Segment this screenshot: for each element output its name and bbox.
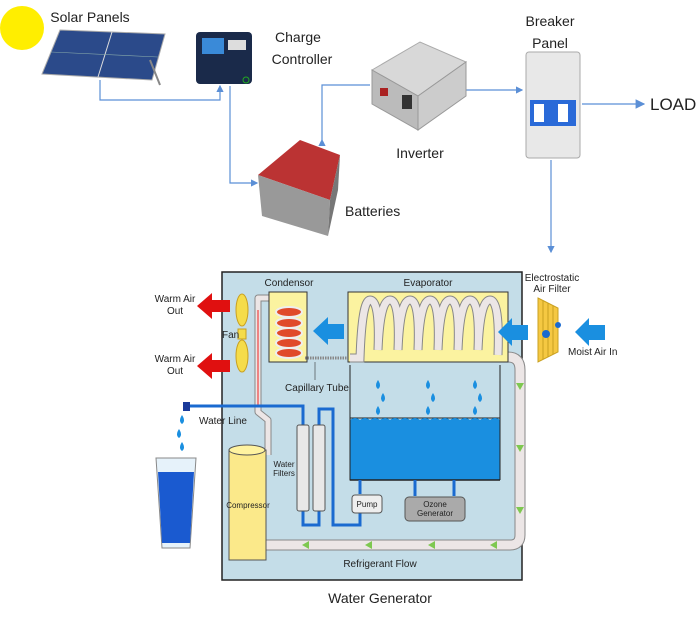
water-line-tap[interactable] (183, 402, 190, 411)
ozone-generator-label: Ozone (423, 500, 447, 509)
fan-label: Fan (222, 330, 239, 341)
pump-label: Pump (357, 500, 378, 509)
inverter-label: Inverter (396, 145, 444, 161)
condensor-coil (275, 306, 303, 359)
refrigerant-flow-label: Refrigerant Flow (343, 559, 417, 570)
water-line-label: Water Line (199, 416, 247, 427)
charge-controller-label-2: Controller (272, 51, 333, 67)
water-filters-label-2: Filters (273, 469, 295, 478)
electrostatic-air-filter-icon (537, 297, 561, 363)
compressor-label: Compressor (226, 501, 270, 510)
breaker-panel-label: Breaker (525, 13, 574, 29)
water-line-pipe (190, 404, 456, 527)
warm-air-out-label-1b: Out (167, 306, 183, 317)
water-generator-title: Water Generator (328, 590, 432, 606)
electrostatic-air-filter-label: Electrostatic (525, 273, 579, 284)
evaporator-coil (350, 295, 503, 363)
water-tank (349, 365, 501, 481)
batteries-label: Batteries (345, 203, 400, 219)
sun-icon (0, 6, 44, 50)
water-glass-icon (155, 457, 197, 549)
warm-air-out-label-2b: Out (167, 366, 183, 377)
pump-icon (351, 494, 383, 514)
wiring (99, 80, 646, 254)
capillary-tube-label: Capillary Tube (285, 383, 349, 394)
compressor-icon (228, 444, 267, 561)
water-filters-icon (296, 424, 326, 512)
ozone-generator-icon (404, 496, 466, 522)
evaporator-label: Evaporator (404, 278, 454, 289)
moist-air-in-label: Moist Air In (568, 347, 617, 358)
charge-controller-icon (196, 32, 252, 84)
charge-controller-label: Charge (275, 29, 321, 45)
warm-air-out-label-2: Warm Air (155, 354, 196, 365)
solar-panels-label: Solar Panels (50, 9, 129, 25)
solar-panel-icon (41, 29, 166, 86)
load-label: LOAD (650, 95, 696, 114)
refrigerant-pipe (254, 294, 526, 551)
condensor-label: Condensor (265, 278, 315, 289)
breaker-panel-icon (525, 51, 581, 159)
refrigerant-flow-arrows (302, 383, 524, 549)
warm-air-out-label-1: Warm Air (155, 294, 196, 305)
water-filters-label: Water (273, 460, 294, 469)
water-droplets (177, 380, 482, 451)
breaker-panel-label-2: Panel (532, 35, 568, 51)
ozone-generator-label-2: Generator (417, 509, 453, 518)
warm-air-arrows (197, 293, 230, 379)
batteries-icon (258, 140, 340, 236)
air-flow-arrows (313, 317, 605, 346)
fan-icon (235, 293, 249, 373)
inverter-icon (370, 41, 468, 131)
electrostatic-air-filter-label-2: Air Filter (533, 284, 571, 295)
